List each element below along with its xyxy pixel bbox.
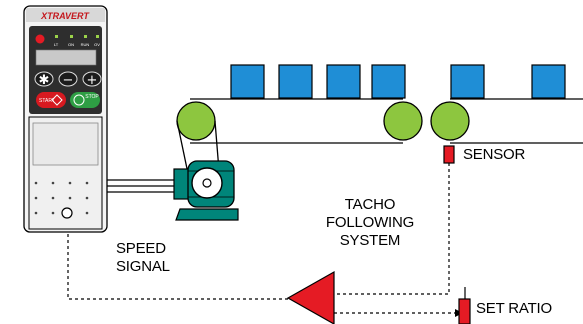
start-icon (51, 94, 63, 106)
brand-logo: XTRAVERT (40, 11, 90, 21)
asterisk-icon: ✱ (39, 73, 50, 88)
plus-icon: + (87, 73, 98, 88)
tacho-label-line2: FOLLOWING (325, 214, 415, 231)
sensor (443, 145, 455, 164)
product-box (531, 64, 566, 99)
roller-idler (383, 101, 423, 141)
set-ratio-adjuster (458, 287, 471, 324)
svg-text:RUN: RUN (81, 42, 90, 47)
inverter-drive: XTRAVERT LT ON RUN OV ✱ − + START (23, 5, 108, 233)
product-box (230, 64, 265, 99)
product-boxes (230, 64, 406, 99)
svg-text:START: START (39, 98, 55, 104)
motor (173, 160, 239, 221)
status-leds: LT ON RUN OV (54, 35, 100, 47)
mode-key[interactable]: ✱ (34, 71, 54, 88)
product-box (278, 64, 313, 99)
roller-drive (176, 101, 216, 141)
svg-text:OV: OV (94, 42, 100, 47)
conveyor-1 (176, 64, 423, 144)
roller (430, 101, 470, 141)
terminal-holes (34, 181, 89, 215)
product-box (450, 64, 485, 99)
ratio-amplifier (286, 270, 335, 324)
sensor-label: SENSOR (463, 146, 526, 163)
set-ratio-label: SET RATIO (476, 300, 552, 317)
power-icon (35, 34, 45, 44)
svg-text:STOP: STOP (85, 94, 99, 100)
signal-lines (67, 163, 455, 314)
motor-cables (107, 179, 175, 193)
minus-icon: − (63, 73, 74, 88)
stop-key[interactable]: STOP (70, 92, 100, 108)
speed-signal-label-line2: SIGNAL (116, 258, 170, 275)
speed-signal-label-line1: SPEED (116, 240, 166, 257)
down-key[interactable]: − (58, 71, 78, 88)
conveyor-2 (430, 64, 583, 144)
svg-text:LT: LT (54, 42, 59, 47)
start-key[interactable]: START (36, 92, 66, 108)
product-box (326, 64, 361, 99)
tacho-label-line1: TACHO (344, 196, 396, 213)
keypad-display (35, 49, 97, 66)
product-box (371, 64, 406, 99)
svg-text:ON: ON (68, 42, 74, 47)
tacho-label-line3: SYSTEM (339, 232, 401, 249)
ground-icon (61, 207, 73, 219)
up-key[interactable]: + (82, 71, 102, 88)
stop-icon (73, 94, 85, 106)
